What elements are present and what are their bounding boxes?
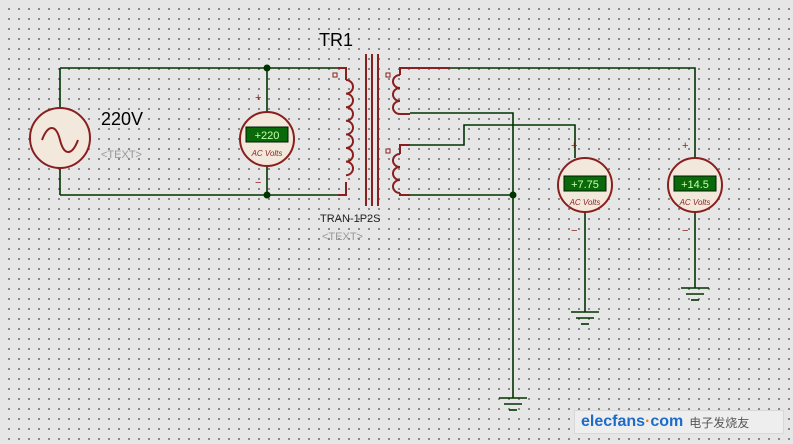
watermark-brand: elecfans xyxy=(581,413,646,430)
center-wire[interactable] xyxy=(410,112,514,398)
junction-bottom xyxy=(263,191,271,199)
watermark-chinese: 电子发烧友 xyxy=(689,415,750,430)
transformer-ref: TR1 xyxy=(319,30,353,50)
ground-icon xyxy=(571,311,599,325)
secondary-coil-1 xyxy=(392,74,401,115)
sine-icon xyxy=(41,127,79,153)
meter-secondary-2-label: AC Volts xyxy=(679,198,711,207)
meter-secondary-1-plus: + xyxy=(571,140,577,152)
transformer-part: TRAN-1P2S xyxy=(320,213,381,225)
source-text-placeholder: <TEXT> xyxy=(101,149,142,161)
watermark-domain: com xyxy=(650,413,684,430)
meter-primary-reading: +220 xyxy=(255,130,280,142)
meter-primary-minus: − xyxy=(255,177,261,189)
meter-secondary-2-reading: +14.5 xyxy=(681,179,709,191)
meter-secondary-1-reading: +7.75 xyxy=(571,179,599,191)
secondary-top-wire[interactable] xyxy=(450,67,696,158)
meter-secondary-2-plus: + xyxy=(682,140,688,152)
primary-coil xyxy=(345,79,354,177)
wires xyxy=(59,67,696,398)
watermark-dot: · xyxy=(645,413,651,430)
junction-center xyxy=(509,191,517,199)
meter-secondary-1-label: AC Volts xyxy=(569,198,601,207)
meter-secondary-2-minus: − xyxy=(682,225,688,237)
voltmeter-secondary-1[interactable]: +7.75 AC Volts xyxy=(557,157,613,213)
transformer-text-placeholder: <TEXT> xyxy=(322,231,363,243)
meter-primary-plus: + xyxy=(255,92,261,104)
secondary-coil-2 xyxy=(392,153,401,194)
junction-top xyxy=(263,64,271,72)
transformer[interactable] xyxy=(332,54,450,206)
ac-source[interactable] xyxy=(29,107,91,169)
ground-icon xyxy=(681,287,709,301)
source-label: 220V xyxy=(101,109,143,129)
ground-icon xyxy=(499,397,527,411)
voltmeter-secondary-2[interactable]: +14.5 AC Volts xyxy=(667,157,723,213)
watermark: elecfans · com 电子发烧友 xyxy=(574,410,784,434)
tap-wire[interactable] xyxy=(410,124,576,158)
meter-primary-label: AC Volts xyxy=(251,149,283,158)
meter-secondary-1-minus: − xyxy=(571,225,577,237)
voltmeter-primary[interactable]: +220 AC Volts xyxy=(239,111,295,167)
